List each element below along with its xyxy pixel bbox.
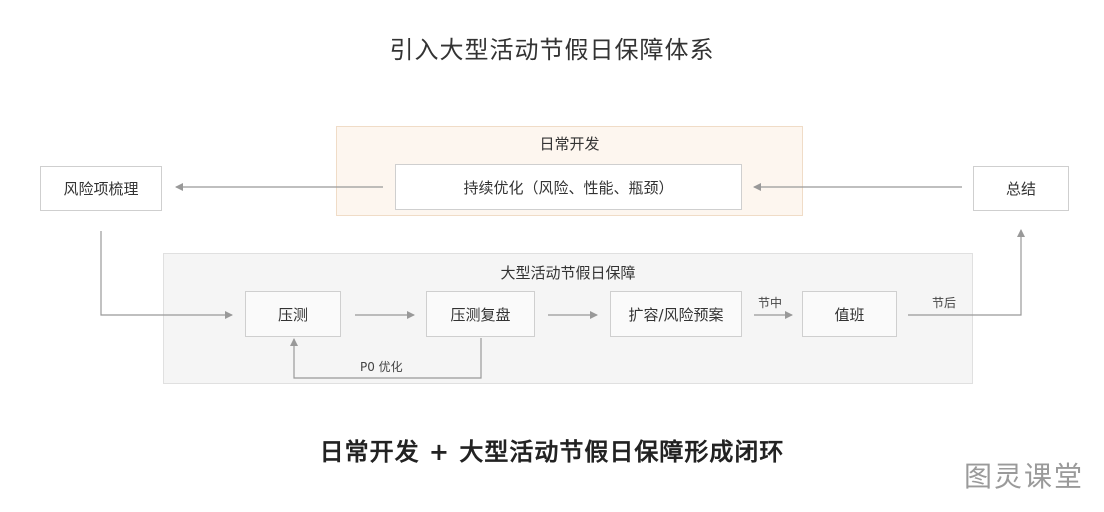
during-holiday-edge-label: 节中 bbox=[758, 296, 783, 310]
scaling-plan-label: 扩容/风险预案 bbox=[628, 305, 724, 324]
stress-test-label: 压测 bbox=[277, 305, 308, 324]
scaling-plan-node: 扩容/风险预案 bbox=[610, 291, 742, 337]
stress-review-node: 压测复盘 bbox=[426, 291, 535, 337]
closing-statement: 日常开发 + 大型活动节假日保障形成闭环 bbox=[319, 438, 785, 466]
stress-review-label: 压测复盘 bbox=[450, 305, 511, 324]
risk-review-label: 风险项梳理 bbox=[63, 180, 139, 198]
edge-risk-to-stress bbox=[100, 231, 233, 319]
summary-label: 总结 bbox=[1005, 180, 1036, 198]
continuous-optimization-node: 持续优化（风险、性能、瓶颈） bbox=[395, 164, 742, 210]
stress-test-node: 压测 bbox=[245, 291, 341, 337]
continuous-optimization-label: 持续优化（风险、性能、瓶颈） bbox=[463, 178, 674, 197]
on-duty-node: 值班 bbox=[802, 291, 897, 337]
risk-review-node: 风险项梳理 bbox=[40, 166, 162, 211]
summary-node: 总结 bbox=[973, 166, 1069, 211]
on-duty-label: 值班 bbox=[834, 305, 865, 324]
diagram-title: 引入大型活动节假日保障体系 bbox=[389, 36, 715, 64]
watermark: 图灵课堂 bbox=[963, 460, 1084, 493]
event-guarantee-panel-label: 大型活动节假日保障 bbox=[500, 264, 636, 282]
p0-optimization-edge-label: P0 优化 bbox=[360, 360, 403, 374]
edge-duty-to-summary bbox=[908, 229, 1025, 316]
edge-p0-loop bbox=[290, 338, 482, 379]
daily-dev-panel-label: 日常开发 bbox=[539, 135, 600, 153]
after-holiday-edge-label: 节后 bbox=[932, 296, 957, 310]
